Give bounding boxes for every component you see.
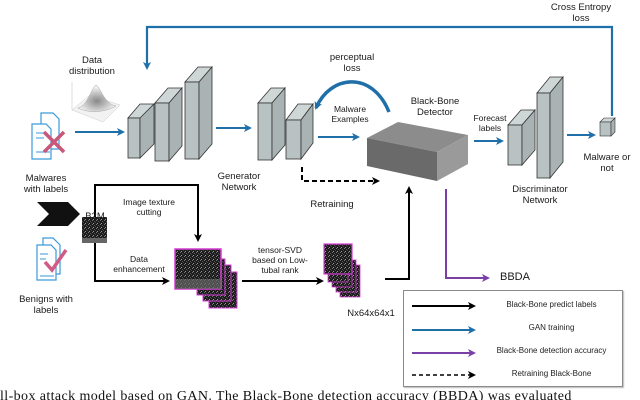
tensor-shape-label: Nx64x64x1 — [347, 308, 395, 319]
b2m-label: B2M — [85, 211, 105, 222]
generator-network — [127, 65, 314, 163]
output-cube — [599, 117, 616, 137]
legend-item-detection-accuracy: Black-Bone detection accuracy — [412, 346, 607, 357]
cross-entropy-feedback-arrow — [143, 25, 614, 116]
malware-document-icon — [31, 112, 66, 160]
b2m-chevron-icon — [37, 202, 80, 226]
legend-item-retraining: Retraining Black-Bone — [412, 369, 592, 379]
bbda-arrow — [445, 189, 490, 282]
discriminator-network — [507, 75, 564, 180]
legend: Black-Bone predict labels GAN training B… — [403, 290, 623, 387]
retraining-arrow — [301, 167, 380, 185]
figure-caption: ll-box attack model based on GAN. The Bl… — [0, 389, 572, 400]
retraining-label: Retraining — [310, 199, 354, 210]
legend-item-predict-labels: Black-Bone predict labels — [412, 300, 597, 310]
predict-labels-arrow — [385, 186, 413, 280]
black-bone-detector — [367, 122, 468, 181]
tensor-image-stack — [323, 243, 361, 298]
data-enhancement-arrow — [94, 243, 170, 285]
texture-cutting-arrow — [94, 184, 202, 242]
perceptual-loss-arrow — [314, 80, 391, 113]
texture-image-stack — [174, 248, 238, 309]
bbda-label: BBDA — [500, 271, 530, 283]
legend-item-gan-training: GAN training — [412, 323, 575, 334]
data-distribution-plot — [71, 82, 121, 123]
benign-document-icon — [36, 237, 68, 281]
